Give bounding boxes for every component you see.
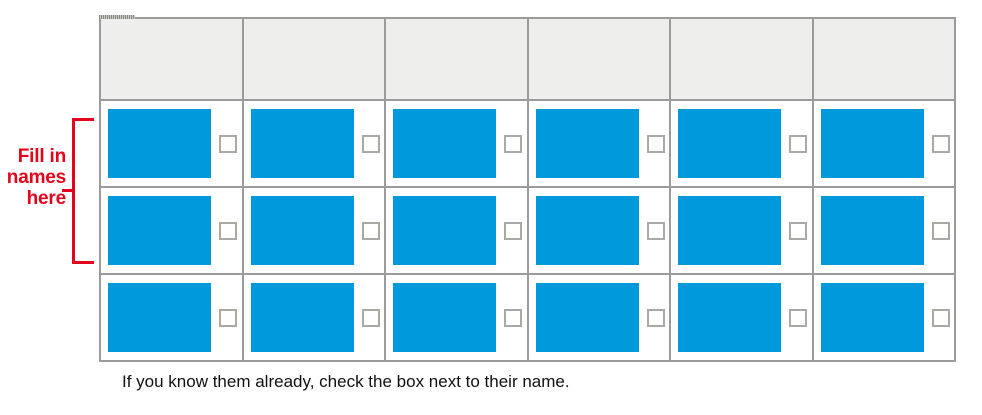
name-cell[interactable]: [241, 99, 386, 188]
known-checkbox[interactable]: [361, 134, 380, 153]
annotation-label: Fill in names here: [6, 146, 66, 209]
known-checkbox[interactable]: [219, 308, 237, 327]
name-cell[interactable]: [526, 273, 671, 362]
name-cell[interactable]: [99, 186, 244, 275]
name-input-field[interactable]: [678, 109, 781, 178]
fill-in-names-annotation: Fill in names here: [0, 118, 96, 264]
header-cell-2: [241, 17, 386, 101]
bracket-arm-top-icon: [72, 118, 94, 121]
name-cell[interactable]: [526, 186, 671, 275]
name-input-field[interactable]: [250, 109, 354, 178]
name-cell[interactable]: [811, 186, 956, 275]
known-checkbox[interactable]: [646, 221, 665, 240]
name-cell[interactable]: [669, 273, 814, 362]
name-input-field[interactable]: [678, 283, 781, 352]
header-cell-6: [811, 17, 956, 101]
header-cell-1: [99, 15, 244, 101]
known-checkbox[interactable]: [646, 308, 665, 327]
name-cell[interactable]: [811, 273, 956, 362]
header-cell-4: [526, 17, 671, 101]
name-cell[interactable]: [384, 99, 529, 188]
name-cell[interactable]: [669, 186, 814, 275]
known-checkbox[interactable]: [504, 308, 522, 327]
name-input-field[interactable]: [250, 283, 354, 352]
header-row: [99, 15, 956, 101]
table-row: [99, 273, 956, 362]
bracket-arm-bottom-icon: [72, 261, 94, 264]
name-cell[interactable]: [526, 99, 671, 188]
known-checkbox[interactable]: [504, 221, 522, 240]
name-cell[interactable]: [384, 273, 529, 362]
dotted-border-marker-icon: [99, 15, 135, 19]
name-input-field[interactable]: [820, 196, 924, 265]
known-checkbox[interactable]: [219, 134, 237, 153]
known-checkbox[interactable]: [931, 308, 950, 327]
name-input-field[interactable]: [108, 196, 211, 265]
table-body: [99, 99, 956, 362]
name-input-field[interactable]: [678, 196, 781, 265]
known-checkbox[interactable]: [931, 134, 950, 153]
name-cell[interactable]: [384, 186, 529, 275]
name-cell[interactable]: [669, 99, 814, 188]
name-input-field[interactable]: [393, 283, 496, 352]
name-input-field[interactable]: [108, 283, 211, 352]
name-input-field[interactable]: [820, 109, 924, 178]
name-cell[interactable]: [811, 99, 956, 188]
known-checkbox[interactable]: [789, 308, 807, 327]
known-checkbox[interactable]: [361, 308, 380, 327]
known-checkbox[interactable]: [789, 134, 807, 153]
known-checkbox[interactable]: [219, 221, 237, 240]
name-cell[interactable]: [99, 99, 244, 188]
known-checkbox[interactable]: [504, 134, 522, 153]
table-row: [99, 186, 956, 275]
known-checkbox[interactable]: [361, 221, 380, 240]
known-checkbox[interactable]: [789, 221, 807, 240]
name-cell[interactable]: [241, 273, 386, 362]
name-cell[interactable]: [241, 186, 386, 275]
name-input-field[interactable]: [250, 196, 354, 265]
name-input-field[interactable]: [535, 283, 639, 352]
name-cell[interactable]: [99, 273, 244, 362]
table-row: [99, 99, 956, 188]
name-input-field[interactable]: [820, 283, 924, 352]
name-input-field[interactable]: [108, 109, 211, 178]
known-checkbox[interactable]: [646, 134, 665, 153]
header-cell-3: [384, 17, 529, 101]
header-cell-5: [669, 17, 814, 101]
name-input-field[interactable]: [535, 109, 639, 178]
table-header: [99, 15, 956, 101]
instruction-text: If you know them already, check the box …: [122, 372, 570, 391]
name-input-field[interactable]: [535, 196, 639, 265]
bracket-pointer-icon: [62, 189, 75, 192]
name-grid-table: [99, 15, 956, 362]
known-checkbox[interactable]: [931, 221, 950, 240]
name-input-field[interactable]: [393, 196, 496, 265]
name-input-field[interactable]: [393, 109, 496, 178]
